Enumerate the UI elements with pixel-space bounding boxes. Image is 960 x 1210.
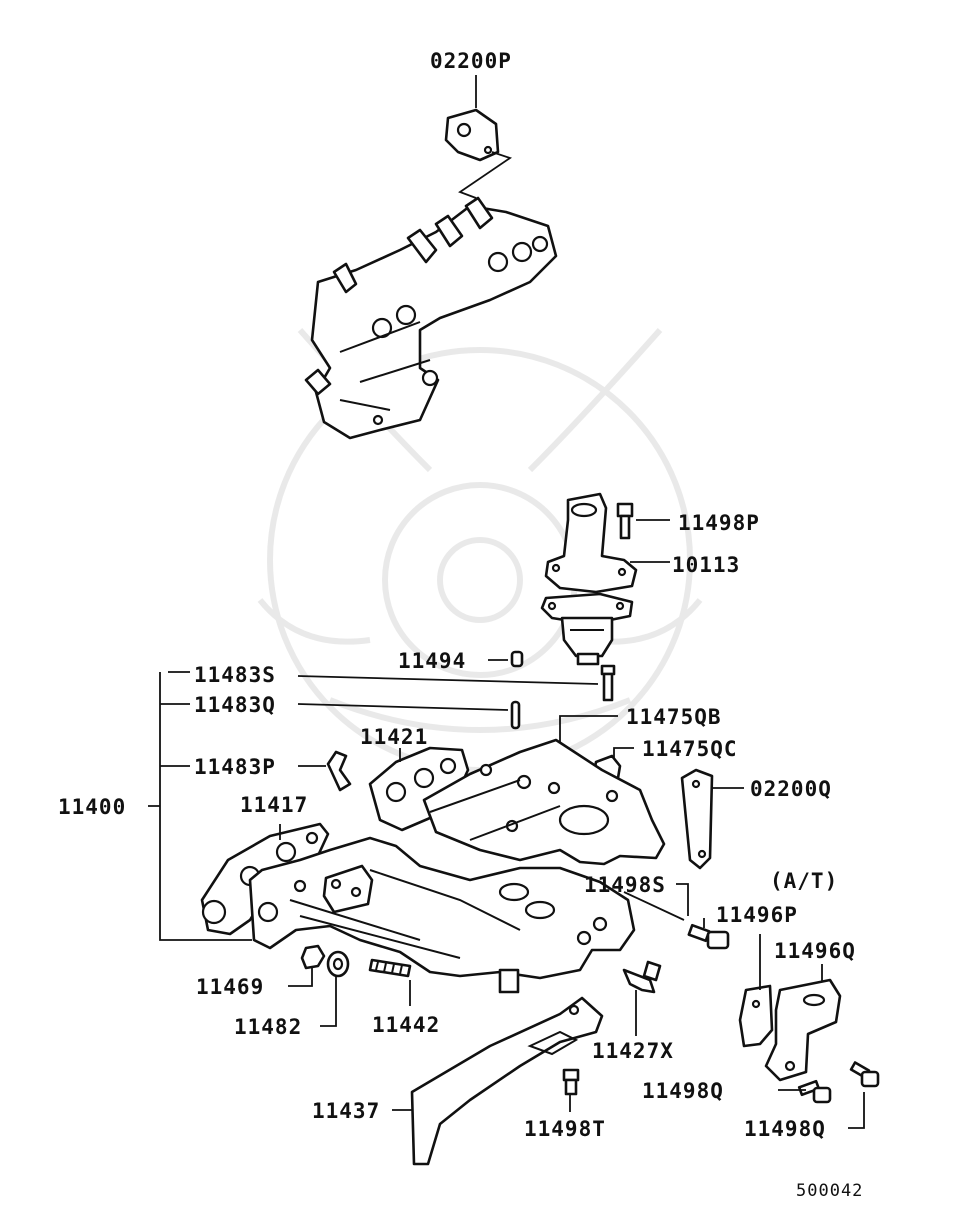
label-11483s: 11483S [194,663,276,687]
label-11494: 11494 [398,649,466,673]
label-11442: 11442 [372,1013,440,1037]
leader-02200p-to-manifold [458,151,513,199]
label-02200p: 02200P [430,49,512,73]
leader-11483q [297,703,509,711]
part-11496p-bolt[interactable] [687,923,730,950]
label-11496p: 11496P [716,903,798,927]
leader-11469 [288,968,313,987]
leader-11498s [623,883,689,921]
leader-11475qc [613,747,634,758]
part-02200q-bracket[interactable] [680,768,714,870]
label-11400: 11400 [58,795,126,819]
part-upper-water-housing[interactable] [422,738,666,866]
part-11400-intake-manifold[interactable] [248,836,636,994]
label-11417: 11417 [240,793,308,817]
label-11498t: 11498T [524,1117,606,1141]
part-11482-washer[interactable] [326,950,350,978]
part-11496q-bracket[interactable] [764,978,842,1082]
part-11483q-pin[interactable] [510,700,521,730]
bracket-11400 [148,671,252,941]
leader-11483s [297,675,599,685]
label-02200q: 02200Q [750,777,832,801]
label-11483p: 11483P [194,755,276,779]
part-10113-water-outlet[interactable] [544,492,638,594]
label-11421: 11421 [360,725,428,749]
leader-11482 [320,976,337,1027]
part-exhaust-manifold-upper[interactable] [304,196,558,440]
label-at-note: (A/T) [770,869,838,893]
label-11469: 11469 [196,975,264,999]
part-thermostat[interactable] [560,616,614,666]
part-02200p-bracket[interactable] [444,108,500,162]
label-11482: 11482 [234,1015,302,1039]
leader-11498q-b [848,1092,865,1129]
label-10113: 10113 [672,553,740,577]
diagram-code: 500042 [796,1181,863,1201]
leader-11475qb [559,715,618,744]
part-11427x-fitting[interactable] [622,960,662,994]
part-11498p-bolt[interactable] [616,502,634,540]
label-11427x: 11427X [592,1039,674,1063]
part-11421-gasket[interactable] [368,746,470,832]
label-11498s: 11498S [584,873,666,897]
label-11483q: 11483Q [194,693,276,717]
part-11483p-hose[interactable] [326,750,352,792]
label-11498p: 11498P [678,511,760,535]
part-11498t-bolt[interactable] [562,1068,580,1096]
part-11496p-bracket[interactable] [738,984,774,1048]
part-11498q-bolt-a[interactable] [797,1079,832,1104]
part-11494-pin[interactable] [510,650,524,668]
label-11475qc: 11475QC [642,737,738,761]
label-11498q-a: 11498Q [642,1079,724,1103]
label-11498q-b: 11498Q [744,1117,826,1141]
label-11496q: 11496Q [774,939,856,963]
label-11437: 11437 [312,1099,380,1123]
part-11483s-stud[interactable] [600,664,616,702]
part-11498q-bolt-b[interactable] [849,1061,880,1088]
part-11442-stud[interactable] [368,958,412,978]
label-11475qb: 11475QB [626,705,722,729]
part-11437-stay[interactable] [410,996,604,1166]
part-11469-nut[interactable] [300,944,326,970]
